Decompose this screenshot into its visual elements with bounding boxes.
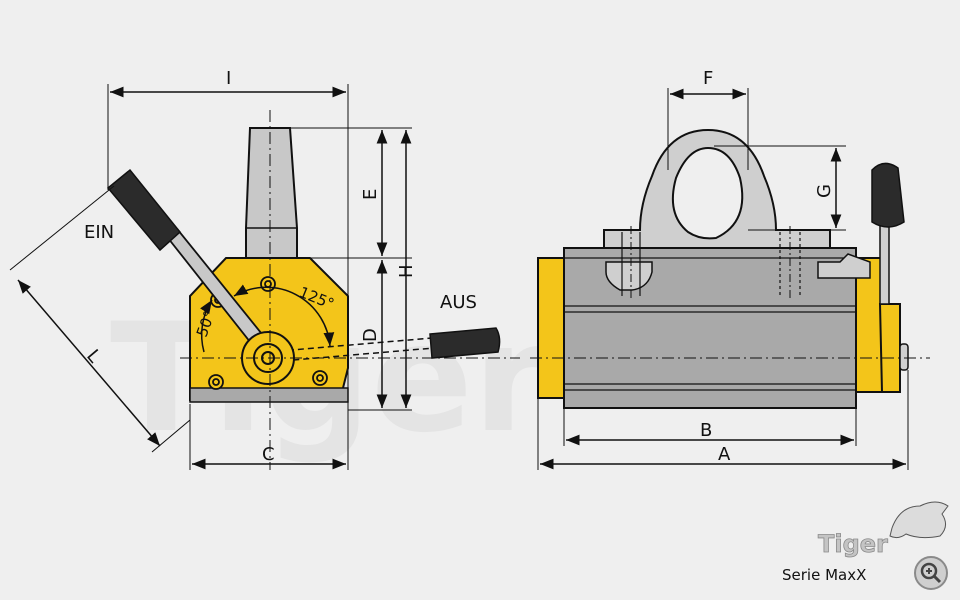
label-F: F bbox=[703, 68, 713, 89]
label-aus: AUS bbox=[440, 292, 477, 313]
yellow-end-right bbox=[855, 257, 883, 393]
label-D: D bbox=[360, 328, 381, 342]
series-label: Serie MaxX bbox=[782, 566, 867, 584]
label-B: B bbox=[700, 420, 712, 441]
label-I: I bbox=[226, 68, 231, 89]
brand-logo: Tiger bbox=[818, 530, 888, 558]
handle-on bbox=[106, 168, 182, 252]
side-view bbox=[9, 84, 520, 470]
label-L: L bbox=[82, 346, 105, 367]
tiger-icon bbox=[889, 501, 949, 539]
front-view bbox=[530, 88, 930, 470]
label-E: E bbox=[360, 189, 381, 200]
yellow-end-left bbox=[537, 257, 565, 399]
handle-knob bbox=[871, 162, 905, 228]
label-C: C bbox=[262, 444, 275, 465]
label-A: A bbox=[718, 444, 731, 465]
label-G: G bbox=[814, 184, 835, 198]
zoom-in-icon bbox=[920, 562, 942, 584]
handle-off bbox=[429, 327, 501, 359]
lifting-nozzle bbox=[245, 127, 298, 259]
label-H: H bbox=[396, 264, 417, 278]
label-ein: EIN bbox=[84, 222, 114, 243]
zoom-button[interactable] bbox=[914, 556, 948, 590]
